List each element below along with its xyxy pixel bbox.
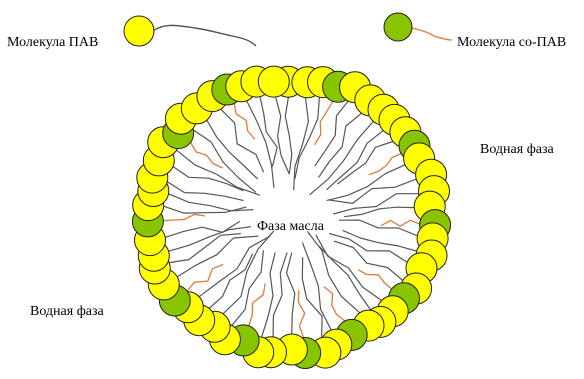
- surfactant-tail: [338, 219, 418, 237]
- surfactant-tail: [208, 253, 254, 309]
- surfactant-tail: [309, 121, 374, 196]
- surfactant-tail: [301, 257, 323, 338]
- surfactant-tail: [318, 245, 372, 311]
- cosurfactant-tail: [233, 103, 256, 140]
- surfactant-tail: [176, 149, 260, 196]
- micelle-tails: [163, 96, 420, 338]
- surfactant-tail: [306, 231, 361, 314]
- cosurfactant-tail: [163, 213, 206, 222]
- surfactant-tail: [284, 97, 293, 174]
- cosurfactant-tail: [368, 152, 402, 176]
- water-phase-label-right: Водная фаза: [480, 142, 554, 157]
- surfactant-tail: [168, 226, 252, 252]
- surfactant-legend-head: [123, 15, 155, 47]
- legend-molecules: [123, 12, 453, 47]
- surfactant-tail: [176, 235, 259, 278]
- surfactant-molecule-label: Молекула ПАВ: [7, 35, 99, 50]
- cosurfactant-tail: [189, 142, 223, 169]
- surfactant-tail: [166, 181, 244, 202]
- surfactant-tail: [326, 164, 406, 202]
- surfactant-legend-tail: [152, 24, 257, 47]
- surfactant-tail: [275, 96, 290, 175]
- surfactant-tail: [165, 220, 241, 238]
- surfactant-tail: [220, 108, 265, 173]
- surfactant-tail: [294, 97, 320, 179]
- water-phase-label-left: Водная фаза: [30, 304, 104, 319]
- cosurfactant-tail: [248, 283, 266, 327]
- surfactant-tail: [314, 100, 349, 167]
- cosurfactant-legend-head: [383, 12, 413, 42]
- micelle-heads: [131, 65, 452, 369]
- surfactant-tail: [206, 119, 259, 180]
- surfactant-tail: [231, 250, 264, 326]
- cosurfactant-tail: [357, 269, 393, 290]
- surfactant-tail: [168, 193, 254, 212]
- surfactant-tail: [272, 252, 288, 337]
- surfactant-tail: [344, 206, 415, 218]
- surfactant-tail: [342, 229, 417, 252]
- surfactant-tail: [246, 100, 275, 188]
- surfactant-tail: [198, 235, 271, 298]
- surfactant-tail: [326, 130, 384, 191]
- surfactant-tail: [169, 233, 241, 264]
- surfactant-tail: [293, 97, 309, 191]
- surfactant-tail: [333, 240, 404, 281]
- cosurfactant-tail: [314, 101, 334, 146]
- surfactant-tail: [333, 193, 419, 215]
- surfactant-tail: [163, 205, 247, 214]
- surfactant-tail: [336, 140, 394, 185]
- surfactant-head: [257, 65, 290, 98]
- cosurfactant-tail: [186, 263, 224, 292]
- oil-phase-label: Фаза масла: [257, 219, 324, 234]
- surfactant-tail: [327, 178, 417, 204]
- cosurfactant-legend-tail: [411, 27, 453, 41]
- cosurfactant-tail: [323, 286, 346, 322]
- surfactant-tail: [261, 252, 276, 338]
- cosurfactant-tail: [297, 289, 306, 338]
- surfactant-tail: [328, 232, 408, 263]
- surfactant-tail: [301, 242, 332, 331]
- surfactant-tail: [285, 252, 296, 335]
- surfactant-tail: [259, 96, 278, 167]
- cosurfactant-molecule-label: Молекула со-ПАВ: [457, 35, 567, 50]
- surfactant-tail: [191, 128, 257, 193]
- surfactant-tail: [222, 230, 275, 315]
- cosurfactant-tail: [380, 219, 420, 227]
- surfactant-tail: [318, 112, 362, 178]
- surfactant-tail: [315, 234, 382, 301]
- surfactant-tail: [172, 166, 244, 192]
